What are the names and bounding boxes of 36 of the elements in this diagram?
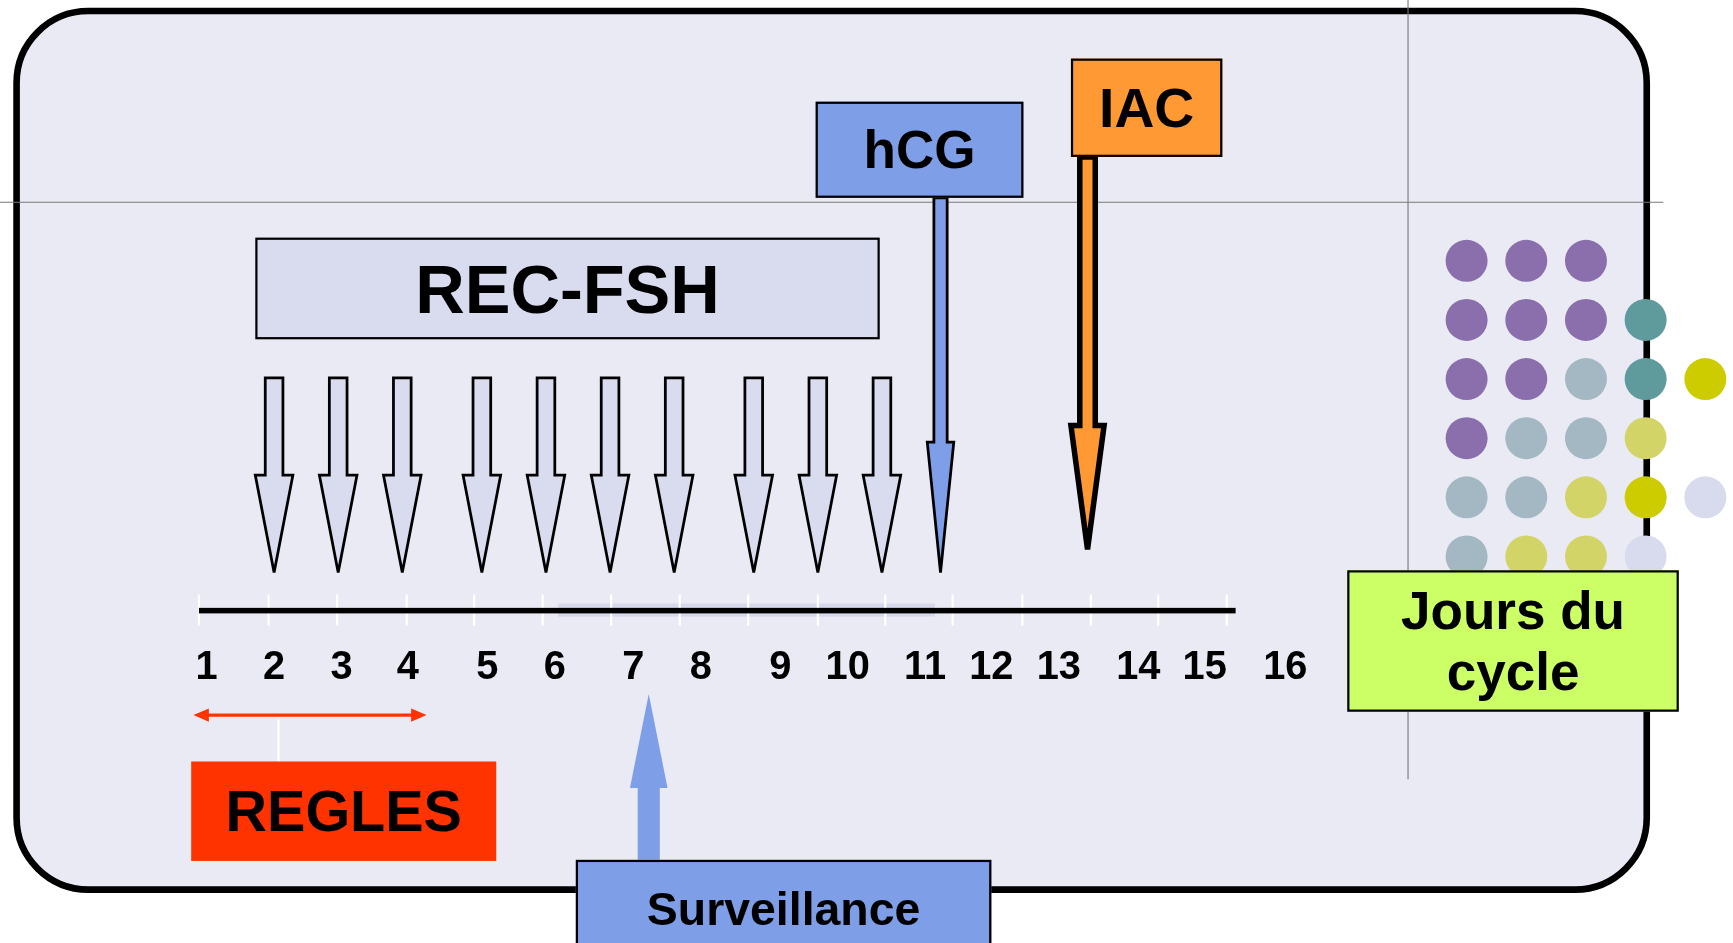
arrow (317, 376, 359, 574)
arrow (925, 196, 956, 574)
day-number: 10 (825, 645, 870, 686)
arrow (525, 376, 567, 574)
day-number: 9 (769, 645, 792, 686)
day-number: 1 (195, 645, 218, 686)
arrow (653, 376, 695, 574)
arrow (629, 694, 668, 860)
arrow (733, 376, 775, 574)
day-number: 14 (1116, 645, 1161, 686)
label-box: IAC (1070, 58, 1223, 157)
arrow (797, 376, 839, 574)
label-box: hCG (815, 101, 1024, 198)
day-number: 3 (330, 645, 353, 686)
timeline-bar (198, 607, 1236, 614)
arrow (861, 376, 903, 574)
arrow (253, 376, 295, 574)
day-number: 2 (263, 645, 286, 686)
day-number: 11 (904, 645, 947, 686)
day-number: 5 (476, 645, 499, 686)
day-number: 16 (1263, 645, 1308, 686)
label-box: Surveillance (575, 859, 992, 943)
day-number: 13 (1036, 645, 1081, 686)
label-box: REGLES (191, 761, 497, 861)
day-number: 7 (622, 645, 645, 686)
arrow (1067, 154, 1108, 553)
arrow (381, 376, 423, 574)
arrow (589, 376, 631, 574)
label-box: Jours du cycle (1347, 570, 1679, 712)
day-number: 8 (689, 645, 712, 686)
day-number: 4 (396, 645, 419, 686)
day-number: 6 (543, 645, 566, 686)
arrow (461, 376, 503, 574)
day-number: 15 (1182, 645, 1227, 686)
label-box: REC-FSH (255, 237, 880, 340)
day-number: 12 (969, 645, 1014, 686)
